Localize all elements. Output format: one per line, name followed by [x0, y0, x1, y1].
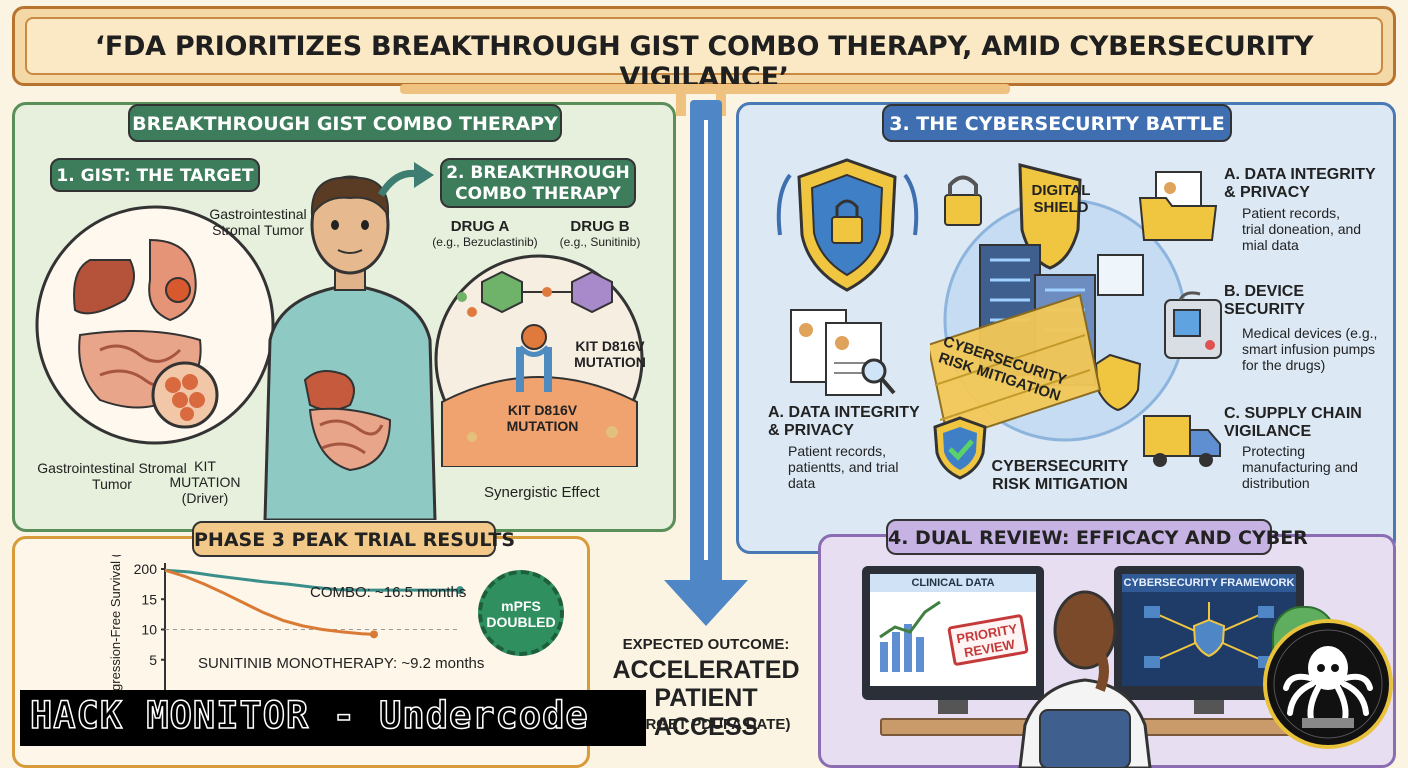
monitor-stand-left — [938, 700, 968, 714]
kit-d816v-label-bottom: KIT D816V MUTATION — [506, 402, 579, 435]
drug-a-example: (e.g., Bezuclastinib) — [432, 235, 538, 249]
reviewer-figure — [1018, 590, 1152, 768]
delivery-truck-icon — [1143, 415, 1221, 467]
mpfs-badge-line2: DOUBLED — [486, 614, 556, 630]
risk-mitigation-label: CYBERSECURITY RISK MITIGATION — [991, 458, 1129, 494]
device-security-desc: Medical devices (e.g., smart infusion pu… — [1242, 325, 1378, 374]
network-shield-icon — [1144, 602, 1274, 668]
pfs-chart: 200 15 10 5 Median Progression-Free Survival… — [108, 555, 464, 715]
title-banner: ‘FDA PRIORITIZES BREAKTHROUGH GIST COMBO… — [12, 6, 1396, 93]
clinical-chart-icon — [879, 600, 941, 672]
flow-arrow-icon — [377, 162, 434, 197]
device-security-title: B. DEVICE SECURITY — [1224, 283, 1305, 319]
y-tick-label: 10 — [141, 622, 157, 638]
patient-records-icon — [790, 309, 896, 396]
combo-therapy-badge: 2. BREAKTHROUGH COMBO THERAPY — [440, 158, 636, 208]
trial-panel-header: PHASE 3 PEAK TRIAL RESULTS — [192, 521, 515, 557]
kit-d816v-label-top: KIT D816V MUTATION — [574, 338, 646, 371]
drug-b-example: (e.g., Sunitinib) — [559, 235, 641, 249]
stromal-tumor-label: Gastrointestinal Stromal Tumor — [209, 206, 307, 239]
page-title: ‘FDA PRIORITIZES BREAKTHROUGH GIST COMBO… — [94, 31, 1314, 93]
combo-series-line-endpoint — [456, 586, 464, 595]
mpfs-badge-line1: mPFS — [501, 598, 541, 614]
combo-therapy-badge-text: 2. BREAKTHROUGH COMBO THERAPY — [446, 163, 630, 204]
sunitinib-series-line — [164, 568, 375, 636]
anatomy-illustration — [35, 205, 275, 445]
infusion-pump-icon — [1164, 291, 1222, 359]
outcome-line4: (TARGET PDUFA DATE) — [621, 716, 791, 733]
molecule-mechanism-illustration — [434, 254, 644, 467]
outcome-line1: EXPECTED OUTCOME: — [622, 636, 790, 653]
watermark-text: HACK MONITOR - Undercode — [29, 693, 589, 738]
synergistic-effect-label: Synergistic Effect — [484, 484, 600, 501]
stromal-tumor-label-bottom: Gastrointestinal Stromal Tumor — [37, 460, 187, 493]
watermark-bar: HACK MONITOR - Undercode — [20, 690, 646, 746]
y-tick-label: 200 — [134, 561, 158, 577]
gist-panel-header: BREAKTHROUGH GIST COMBO THERAPY — [128, 104, 562, 142]
cyber-framework-screen-title: CYBERSECURITY FRAMEWORK — [1122, 574, 1296, 592]
gist-target-badge: 1. GIST: THE TARGET — [50, 158, 260, 192]
clinical-data-screen-title: CLINICAL DATA — [870, 574, 1036, 592]
connector-top — [400, 84, 1010, 94]
kit-mutation-label: KIT MUTATION (Driver) — [169, 458, 241, 507]
supply-chain-title: C. SUPPLY CHAIN VIGILANCE — [1224, 405, 1362, 441]
cyber-panel-header: 3. THE CYBERSECURITY BATTLE — [882, 104, 1232, 142]
central-arrow-line — [704, 120, 708, 560]
digital-shield-label: DIGITAL SHIELD — [1031, 182, 1091, 217]
shield-lock-icon — [776, 158, 919, 292]
drug-a-label: DRUG A — [450, 218, 510, 235]
left-data-integrity-title: A. DATA INTEGRITY & PRIVACY — [768, 404, 920, 440]
records-folder-icon — [1138, 171, 1218, 241]
sunitinib-series-label: SUNITINIB MONOTHERAPY: ~9.2 months — [198, 655, 485, 672]
patient-figure — [263, 175, 437, 520]
outcome-line2: ACCELERATED — [612, 656, 800, 684]
combo-series-line — [164, 568, 460, 592]
check-shield-icon — [933, 416, 987, 480]
octopus-logo-icon — [1263, 619, 1393, 749]
y-tick-label: 15 — [141, 591, 157, 607]
mpfs-doubled-badge: mPFS DOUBLED — [478, 570, 564, 656]
supply-chain-desc: Protecting manufacturing and distributio… — [1242, 443, 1358, 492]
sunitinib-series-line-endpoint — [369, 630, 378, 639]
outcome-line3: PATIENT ACCESS — [653, 684, 759, 741]
down-arrow-icon — [664, 580, 748, 626]
left-data-integrity-desc: Patient records, patientts, and trial da… — [788, 443, 899, 492]
combo-series-label: COMBO: ~16.5 months — [310, 584, 467, 601]
drug-b-label: DRUG B — [570, 218, 630, 235]
y-axis-label: Median Progression-Free Survival (mPFS) — [108, 555, 123, 715]
cyber-hub-illustration — [930, 163, 1187, 442]
monitor-stand-right — [1194, 700, 1224, 714]
review-panel-header: 4. DUAL REVIEW: EFFICACY AND CYBER — [886, 519, 1308, 555]
right-data-integrity-title: A. DATA INTEGRITY & PRIVACY — [1224, 166, 1376, 202]
y-tick-label: 5 — [149, 652, 157, 668]
right-data-integrity-desc: Patient records, trial doneation, and mi… — [1242, 205, 1362, 254]
